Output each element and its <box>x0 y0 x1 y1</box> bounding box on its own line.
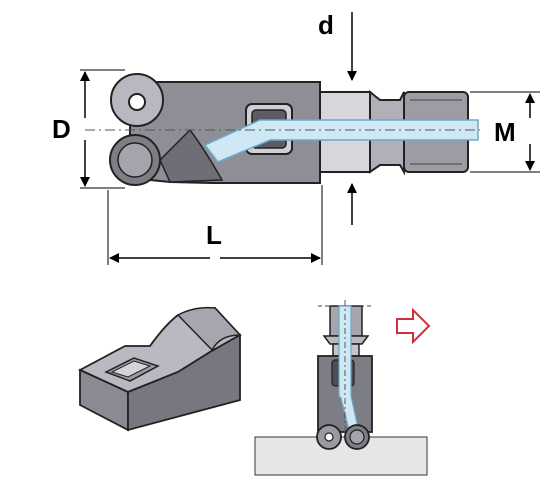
dimension-D: D <box>52 69 125 189</box>
dimension-M: M <box>470 91 540 173</box>
workpiece-block-icon <box>77 306 242 432</box>
upper-roller <box>110 73 164 127</box>
work-surface <box>254 436 428 476</box>
label-D: D <box>52 114 71 144</box>
dimension-d: d <box>318 10 357 225</box>
lower-roller <box>109 134 161 186</box>
label-L: L <box>206 220 222 250</box>
tool-body-wedge <box>159 128 224 183</box>
label-d: d <box>318 10 334 40</box>
operation-view <box>254 300 428 476</box>
tool-side-view <box>85 73 480 186</box>
feed-direction-arrow-icon <box>396 307 431 345</box>
dimension-L: L <box>107 185 323 265</box>
label-M: M <box>494 117 516 147</box>
